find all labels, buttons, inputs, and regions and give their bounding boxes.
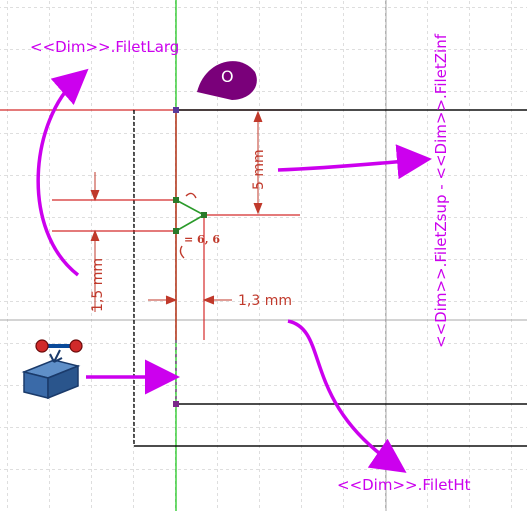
- equal-constraint-label: = 6, 6: [184, 233, 220, 246]
- annotation-arrow-filet-z: [277, 144, 432, 180]
- point-bottom[interactable]: [173, 401, 179, 407]
- dim-1-5mm-label[interactable]: 1,5 mm: [90, 258, 106, 312]
- point-top[interactable]: [173, 107, 179, 113]
- dim-arrow-icon: [202, 295, 215, 305]
- annotation-filet-z: <<Dim>>.FiletZsup - <<Dim>>.FiletZinf: [432, 33, 450, 348]
- annotation-arrow-filet-larg: [36, 68, 89, 277]
- attachment-placement-icon[interactable]: [21, 339, 83, 400]
- dim-arrow-icon: [253, 110, 263, 123]
- tangent-constraint-icon: [179, 245, 185, 259]
- dim-1-3mm-label[interactable]: 1,3 mm: [238, 293, 292, 309]
- origin-badge-icon[interactable]: O: [197, 61, 257, 100]
- tangent-constraint-icon: [185, 192, 197, 199]
- point-fillet-bottom[interactable]: [173, 228, 179, 234]
- annotation-filet-larg: <<Dim>>.FiletLarg: [30, 38, 179, 56]
- point-fillet-top[interactable]: [173, 197, 179, 203]
- dim-arrow-icon: [253, 202, 263, 215]
- dim-arrow-icon: [90, 189, 100, 202]
- dim-arrow-icon: [90, 229, 100, 242]
- dim-arrow-icon: [165, 295, 178, 305]
- annotation-arrow-filet-ht: [287, 319, 407, 473]
- dim-5mm-label[interactable]: 5 mm: [251, 149, 267, 190]
- origin-badge-label: O: [221, 67, 234, 86]
- point-fillet-tip[interactable]: [201, 212, 207, 218]
- annotation-filet-ht: <<Dim>>.FiletHt: [337, 476, 471, 494]
